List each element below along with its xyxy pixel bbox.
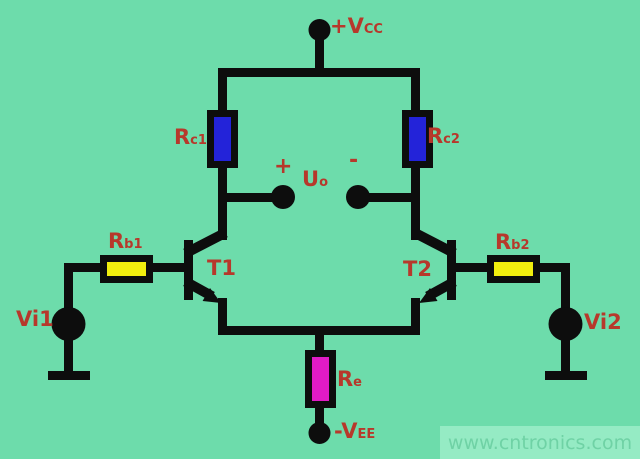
rc1-label: Rc1 [174, 126, 207, 148]
uo-label-main: U [302, 167, 320, 191]
output-minus-terminal-dot [346, 185, 370, 209]
uo-label: Uo [302, 168, 328, 190]
wire-vi1-tail [64, 338, 73, 374]
transistor-t2-collector-lead [412, 228, 457, 258]
vi1-label-text: Vi1 [16, 307, 54, 331]
transistor-t2-base-bar [447, 240, 456, 300]
vi1-source-dot [51, 307, 86, 341]
rb1-label-main: R [108, 229, 125, 253]
vee-terminal-dot [308, 422, 331, 444]
t1-label: T1 [207, 257, 236, 279]
wire-vi2-tail [561, 338, 570, 374]
re-label: Re [337, 368, 362, 390]
output-plus-terminal-dot [271, 185, 295, 209]
watermark-text: www.cntronics.com [447, 431, 633, 454]
vee-label: -VEE [334, 420, 375, 442]
transistor-t1-collector-lead [183, 228, 228, 258]
rc2-label-main: R [427, 124, 444, 148]
vee-label-sub: EE [357, 427, 376, 442]
wire-output-right-lead [367, 193, 417, 202]
rb1-label: Rb1 [108, 230, 143, 252]
transistor-t1-emitter-lead [183, 277, 215, 301]
vi2-ground-bar [545, 371, 587, 380]
rc1-label-sub: c1 [190, 133, 207, 148]
rc2-label-sub: c2 [443, 132, 460, 147]
wire-rc1-collector [218, 166, 227, 240]
wire-t2-base-lead [456, 263, 489, 272]
rb1-label-sub: b1 [124, 237, 143, 252]
watermark-band: www.cntronics.com [440, 426, 640, 459]
output-minus-sign: - [349, 149, 358, 172]
vi1-label: Vi1 [16, 308, 54, 330]
output-plus-sign: + [274, 155, 292, 178]
vcc-terminal-dot [308, 19, 331, 41]
t2-label: T2 [403, 258, 432, 280]
wire-rc1-drop [218, 72, 227, 114]
wire-vcc-stem [315, 36, 324, 72]
t1-label-text: T1 [207, 256, 236, 280]
uo-label-sub: o [319, 175, 328, 190]
transistor-t2-emitter-lead [425, 277, 457, 301]
rb2-label: Rb2 [495, 231, 530, 253]
wire-t1-emitter-post [218, 298, 227, 330]
vee-label-main: -V [334, 419, 358, 443]
output-minus-sign-text: - [349, 148, 359, 173]
resistor-rc2-fill [409, 117, 426, 161]
output-plus-sign-text: + [274, 154, 293, 179]
resistor-re-fill [312, 357, 329, 401]
vi2-source-dot [548, 307, 583, 341]
re-label-sub: e [353, 375, 362, 390]
wire-t2-emitter-post [411, 298, 420, 330]
transistor-t1-emitter-arrow [202, 288, 221, 303]
rb2-label-main: R [495, 230, 512, 254]
transistor-t2-emitter-arrow [419, 288, 438, 303]
wire-top-rail [218, 68, 420, 77]
resistor-rc1-fill [214, 117, 231, 161]
resistor-rb2-fill [494, 262, 533, 276]
rc1-label-main: R [174, 125, 191, 149]
vcc-label: +VCC [330, 15, 383, 37]
wire-vi1-drop [64, 263, 73, 309]
wire-vee-stem [315, 406, 324, 426]
resistor-rb1-fill [107, 262, 146, 276]
rb2-label-sub: b2 [511, 238, 530, 253]
rc2-label: Rc2 [427, 125, 460, 147]
re-label-main: R [337, 367, 354, 391]
wire-rc2-collector [411, 166, 420, 240]
wire-t1-base-lead [152, 263, 186, 272]
vcc-label-main: +V [330, 14, 364, 38]
wire-vi1-lead [64, 263, 102, 272]
wire-vi2-lead [538, 263, 570, 272]
vi2-label: Vi2 [584, 311, 622, 333]
vcc-label-sub: CC [363, 22, 383, 37]
vi2-label-text: Vi2 [584, 310, 622, 334]
transistor-t1-base-bar [184, 240, 193, 300]
wire-output-left-lead [222, 193, 272, 202]
wire-re-stem [315, 330, 324, 354]
t2-label-text: T2 [403, 257, 432, 281]
wire-vi2-drop [561, 263, 570, 309]
vi1-ground-bar [48, 371, 90, 380]
wire-rc2-drop [411, 72, 420, 114]
